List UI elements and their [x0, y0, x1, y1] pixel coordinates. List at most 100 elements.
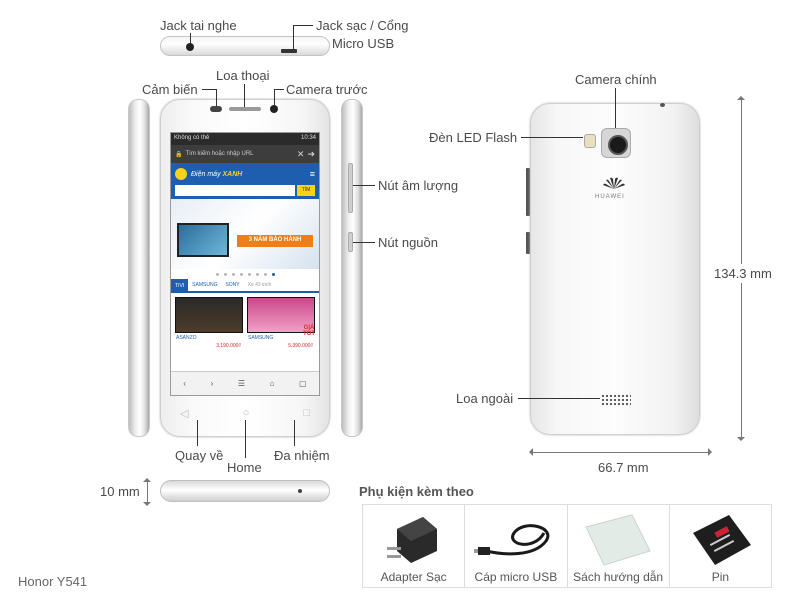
back-side-volume [526, 168, 530, 216]
pointer-line [293, 25, 294, 49]
tab-size: Xe 43 inch [247, 282, 272, 288]
close-icon: ✕ [296, 148, 305, 159]
back-jack-dot [660, 103, 665, 107]
menu-icon: ☰ [237, 379, 246, 388]
status-bar: Không có thẻ 10:34 [171, 133, 319, 145]
pointer-line [518, 398, 600, 399]
site-logo-icon [175, 168, 187, 180]
label-multitask: Đa nhiệm [274, 448, 330, 463]
accessory-label: Adapter Sạc [380, 570, 447, 584]
pointer-line [245, 420, 246, 458]
product-image [247, 297, 315, 333]
product-price: 3.190.000₫ [216, 343, 241, 349]
browser-url-bar: 🔒 Tìm kiếm hoặc nhập URL ✕ ➜ [171, 145, 319, 163]
label-back: Quay về [175, 448, 224, 463]
tv-image [177, 223, 229, 257]
side-power-key [348, 232, 353, 252]
label-earpiece: Loa thoại [216, 68, 270, 83]
browser-toolbar: ‹ › ☰ ⌂ ▢ [171, 371, 319, 395]
back-icon: ‹ [183, 379, 186, 388]
pointer-line [294, 420, 295, 446]
product-card: ASANZO 3.190.000₫ [175, 297, 243, 351]
tab-samsung: SAMSUNG [192, 282, 218, 288]
product-brand: ASANZO [176, 335, 197, 341]
home-icon: ⌂ [269, 379, 275, 388]
phone-side-right [341, 99, 363, 437]
pointer-line [615, 88, 616, 128]
label-sensor: Cảm biến [142, 82, 198, 97]
pointer-line [521, 137, 583, 138]
recent-key-icon: □ [303, 407, 310, 419]
label-headphone-jack: Jack tai nghe [160, 18, 237, 33]
bottom-mic [298, 489, 302, 493]
manual-icon [585, 514, 651, 566]
label-home: Home [227, 460, 262, 475]
accessory-charger: Adapter Sạc [363, 505, 466, 587]
label-width: 66.7 mm [598, 460, 649, 475]
pointer-line [274, 89, 275, 105]
pointer-line [274, 89, 284, 90]
main-camera [601, 128, 631, 158]
earpiece-grille [229, 107, 261, 111]
accessories-title: Phụ kiện kèm theo [359, 484, 474, 499]
accessory-label: Sách hướng dẫn [573, 570, 664, 584]
led-flash [584, 134, 596, 148]
pointer-line [216, 89, 217, 106]
site-search-button: TÌM [297, 185, 315, 196]
loudspeaker-grille [601, 394, 631, 406]
headphone-jack [186, 43, 194, 51]
phone-screen: Không có thẻ 10:34 🔒 Tìm kiếm hoặc nhập … [170, 132, 320, 396]
pointer-line [202, 89, 216, 90]
label-front-camera: Camera trước [286, 82, 368, 97]
home-key-icon: ○ [242, 407, 250, 419]
pointer-line [190, 33, 191, 43]
accessories-row: Adapter Sạc Cáp micro USB Sách hướng dẫn… [362, 504, 772, 588]
soft-keys: ◁ ○ □ [180, 407, 310, 420]
arrow-up-icon [737, 92, 745, 100]
arrow-right-icon: ➜ [307, 148, 315, 159]
site-logo: Điện máy XANH [191, 170, 243, 178]
thickness-arrow [147, 480, 148, 502]
huawei-logo-icon [603, 177, 625, 189]
promo-banner: 3 NĂM BẢO HÀNH [171, 199, 319, 269]
product-image [175, 297, 243, 333]
menu-icon: ≡ [309, 169, 315, 179]
back-side-power [526, 232, 530, 254]
label-volume: Nút âm lượng [378, 178, 459, 193]
label-micro-usb: Micro USB [332, 36, 395, 51]
tab-tivi: TIVI [171, 279, 189, 291]
phone-back [530, 103, 700, 435]
tab-sony: SONY [225, 282, 240, 288]
accessory-label: Cáp micro USB [474, 570, 558, 584]
status-clock: 10:34 [300, 135, 316, 141]
accessory-manual: Sách hướng dẫn [568, 505, 670, 587]
arrow-left-icon [525, 448, 533, 456]
phone-side-left [128, 99, 150, 437]
status-carrier: Không có thẻ [174, 135, 210, 141]
arrow-right-icon [708, 448, 716, 456]
tabs-icon: ▢ [299, 379, 307, 388]
battery-icon [693, 515, 752, 565]
site-search-box [175, 185, 295, 196]
pointer-line [197, 420, 198, 446]
arrow-down-icon [737, 437, 745, 445]
label-speaker: Loa ngoài [456, 391, 514, 406]
arrow-down-icon [143, 502, 151, 510]
phone-bottom-edge [160, 480, 330, 502]
model-name: Honor Y541 [18, 574, 88, 589]
proximity-sensor [210, 106, 222, 112]
product-brand: SAMSUNG [248, 335, 274, 341]
lock-icon: 🔒 [175, 151, 183, 158]
label-power: Nút nguồn [378, 235, 438, 250]
back-key-icon: ◁ [180, 408, 189, 420]
width-dimension-line [532, 452, 708, 453]
arrow-up-icon [143, 474, 151, 482]
accessory-label: Pin [711, 570, 730, 584]
promo-label: 3 NĂM BẢO HÀNH [237, 235, 313, 247]
label-thickness: 10 mm [100, 484, 140, 499]
category-tabs: TIVI SAMSUNG SONY Xe 43 inch [171, 279, 319, 293]
pointer-line [353, 185, 375, 186]
